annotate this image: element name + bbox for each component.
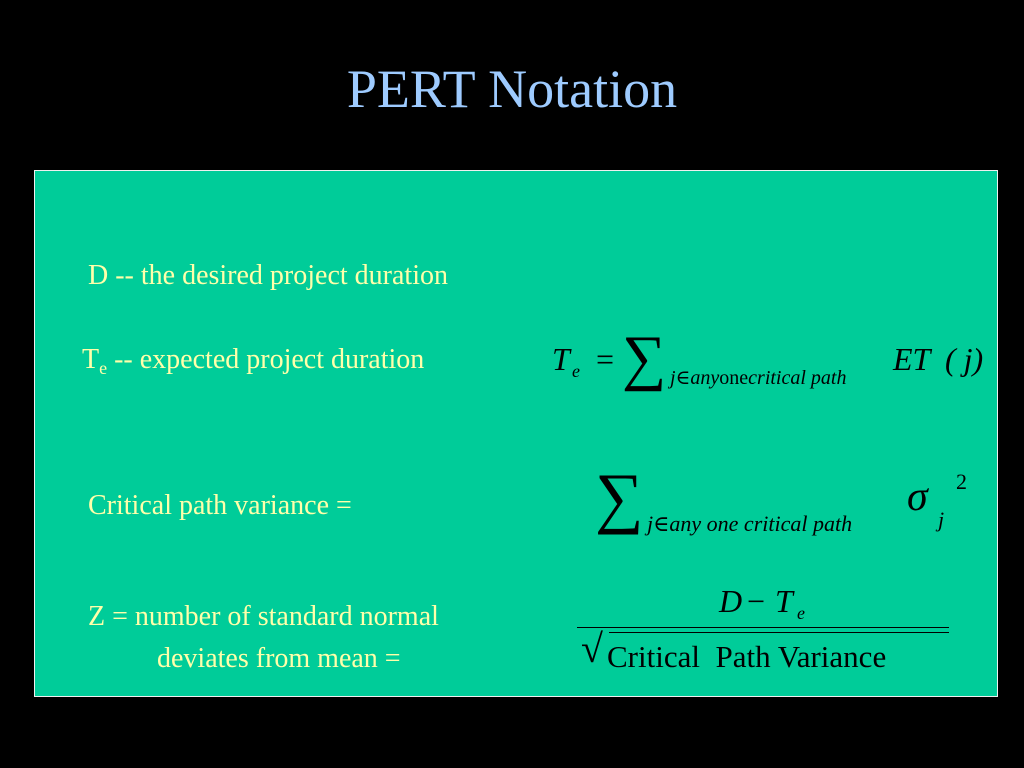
sigma-superscript: 2 <box>956 469 967 494</box>
te-formula-term: ET <box>893 341 931 377</box>
te-formula-argument: ( j) <box>945 341 984 377</box>
te-symbol: T <box>82 344 100 375</box>
z-numerator-minus: − <box>747 583 766 619</box>
desired-duration-definition: D -- the desired project duration <box>88 260 448 291</box>
te-formula-index: j∈anyonecritical path <box>670 367 847 389</box>
z-definition-line2: deviates from mean = <box>157 643 401 674</box>
te-formula-sum-symbol: ∑ <box>622 324 667 392</box>
sigma-subscript: j <box>938 507 945 532</box>
z-score-formula: D − T e √ Critical Path Variance <box>575 583 955 683</box>
z-denominator: Critical Path Variance <box>607 639 887 674</box>
te-formula-equals: = <box>596 341 615 377</box>
variance-sum-symbol: ∑ <box>595 459 644 535</box>
te-description: -- expected project duration <box>107 344 425 375</box>
slide-title: PERT Notation <box>346 59 678 119</box>
notation-panel: D -- the desired project duration Te -- … <box>34 170 998 697</box>
te-formula-lhs: T <box>552 341 570 377</box>
z-definition-line1: Z = number of standard normal <box>88 601 439 632</box>
te-subscript: e <box>99 358 108 378</box>
variance-definition: Critical path variance = <box>88 490 352 521</box>
sigma-symbol: σ <box>907 474 928 520</box>
fraction-bar <box>577 627 949 628</box>
expected-duration-definition: Te -- expected project duration <box>82 343 424 377</box>
z-numerator-sub: e <box>797 603 805 623</box>
square-root-sign: √ <box>581 626 603 671</box>
z-numerator-t: T <box>775 583 793 619</box>
radical-overline <box>609 632 949 633</box>
variance-sum-index: j∈any one critical path <box>647 511 853 536</box>
z-numerator-d: D <box>719 583 743 619</box>
te-formula-lhs-sub: e <box>572 361 580 381</box>
